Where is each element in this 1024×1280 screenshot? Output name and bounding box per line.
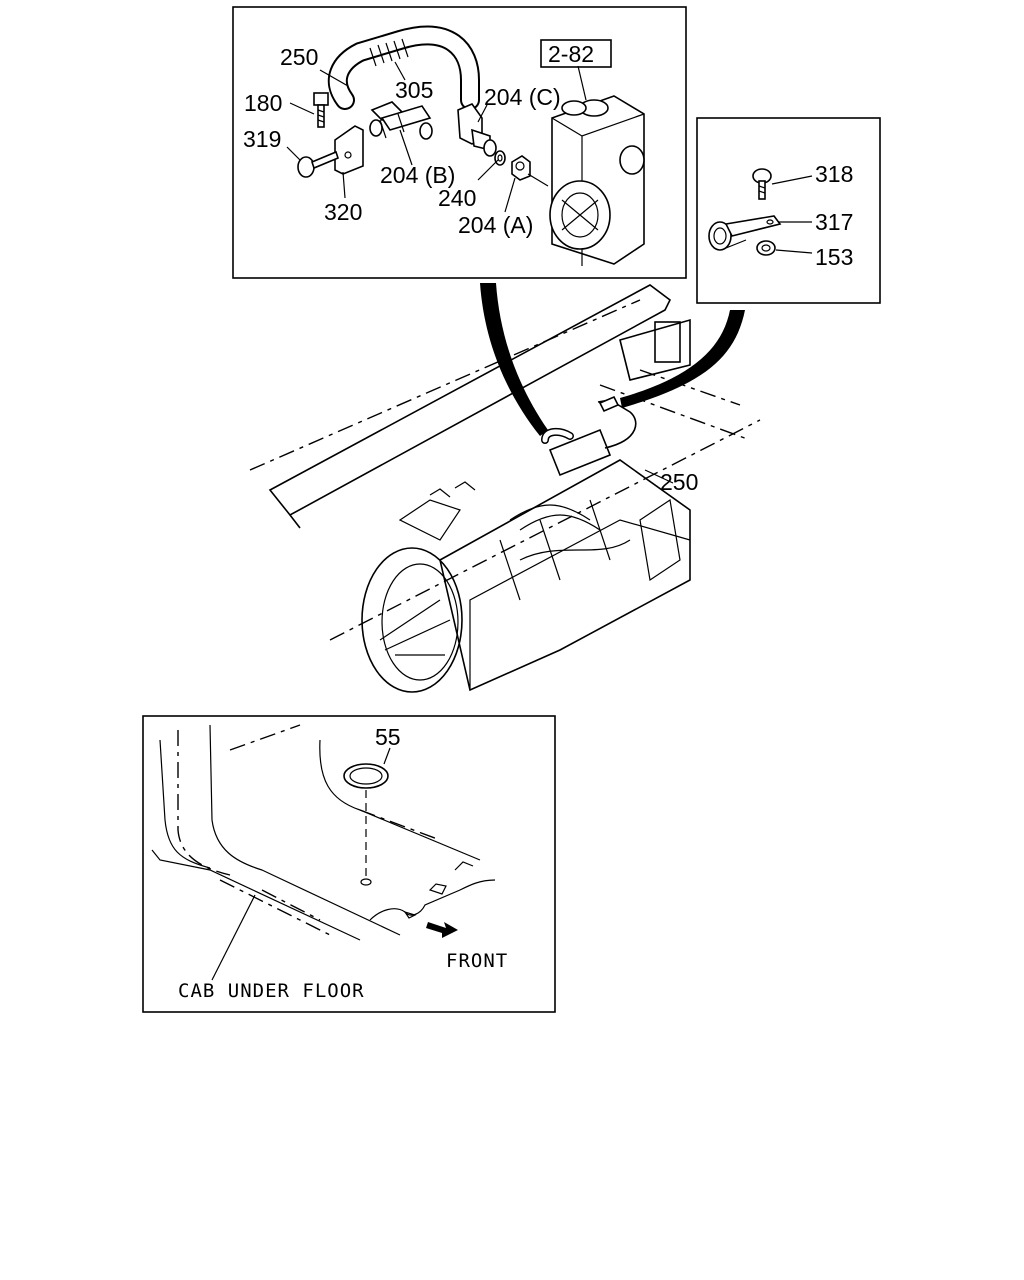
label-305: 305 <box>395 77 433 103</box>
label-250-main: 250 <box>660 469 698 495</box>
label-180: 180 <box>244 90 282 116</box>
label-318: 318 <box>815 161 853 187</box>
valve-body-part <box>549 95 645 266</box>
label-204a: 204 (A) <box>458 212 533 238</box>
hose-305-part <box>327 25 480 110</box>
detail-box-right: 318 317 153 <box>696 117 881 304</box>
label-240: 240 <box>438 185 476 211</box>
label-317: 317 <box>815 209 853 235</box>
washer-240-part <box>494 150 506 166</box>
label-320: 320 <box>324 199 362 225</box>
leader-lines-top <box>286 61 587 213</box>
tee-fitting-204b-part <box>369 101 433 140</box>
label-ref-2-82: 2-82 <box>548 41 594 67</box>
label-319: 319 <box>243 126 281 152</box>
bolt-318-part <box>752 168 772 200</box>
bracket-320-part <box>334 125 364 175</box>
label-204b: 204 (B) <box>380 162 455 188</box>
label-cab-under-floor: CAB UNDER FLOOR <box>178 980 365 1002</box>
bolt-319-part <box>297 150 339 178</box>
detail-box-bottom: 55 FRONT CAB UNDER FLOOR <box>142 715 556 1013</box>
elbow-fitting-204c-part <box>457 103 497 157</box>
nut-204a-part <box>511 155 531 181</box>
front-arrow-icon <box>426 922 458 938</box>
clip-317-part <box>708 215 782 251</box>
callout-arrow-right <box>620 310 745 408</box>
label-153: 153 <box>815 244 853 270</box>
callout-arrow-left <box>480 283 548 436</box>
label-204c: 204 (C) <box>484 84 561 110</box>
bolt-180-part <box>313 92 329 128</box>
label-front: FRONT <box>446 950 508 972</box>
main-assembly-view: 250 <box>249 284 761 693</box>
nut-153-part <box>756 240 776 256</box>
label-55: 55 <box>375 724 401 750</box>
detail-box-top: 250 305 180 319 320 204 (C) 204 (B) 240 … <box>232 6 687 279</box>
label-250-top: 250 <box>280 44 318 70</box>
plug-55-part <box>343 763 389 789</box>
ref-box <box>540 39 612 68</box>
